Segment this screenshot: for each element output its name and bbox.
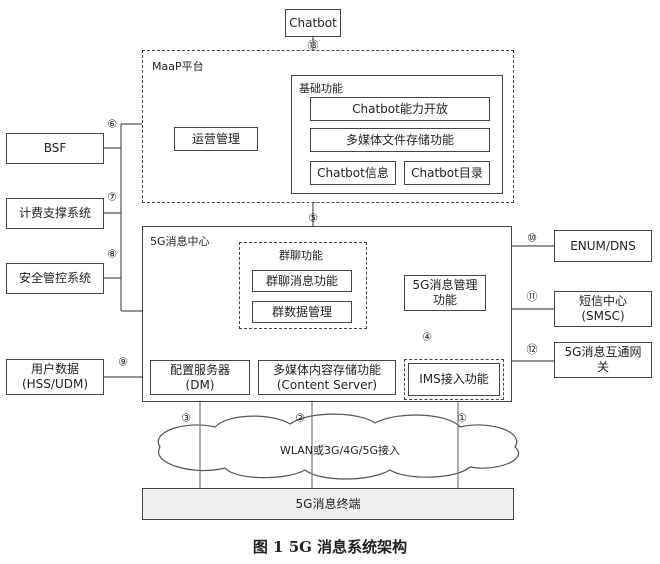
config-server-box: 配置服务器 (DM) — [150, 360, 250, 395]
smsc-box: 短信中心 (SMSC) — [554, 291, 652, 327]
chatbot-capability-box: Chatbot能力开放 — [310, 97, 490, 121]
group-data-label: 群数据管理 — [271, 304, 332, 319]
interface-1: ① — [457, 411, 467, 425]
media-file-storage-label: 多媒体文件存储功能 — [345, 132, 454, 147]
terminal-box: 5G消息终端 — [142, 488, 514, 520]
user-data-box: 用户数据 (HSS/UDM) — [6, 359, 104, 395]
chatbot-directory-label: Chatbot目录 — [411, 165, 483, 180]
content-server-sublabel: (Content Server) — [276, 377, 378, 392]
interwork-gateway-sublabel: 关 — [596, 360, 609, 374]
user-data-sublabel: (HSS/UDM) — [21, 377, 89, 391]
interface-6: ⑥ — [107, 117, 117, 131]
billing-box: 计费支撑系统 — [6, 198, 104, 229]
figure-caption: 图 1 5G 消息系统架构 — [252, 538, 408, 556]
chatbot-directory-box: Chatbot目录 — [404, 161, 490, 185]
interface-10: ⑩ — [527, 231, 537, 245]
chatbot-label: Chatbot — [289, 15, 337, 30]
config-server-label: 配置服务器 — [169, 362, 230, 377]
smsc-sublabel: (SMSC) — [581, 309, 625, 323]
basic-functions-title: 基础功能 — [299, 82, 343, 95]
chatbot-info-label: Chatbot信息 — [317, 165, 389, 180]
security-label: 安全管控系统 — [18, 271, 91, 285]
chatbot-info-box: Chatbot信息 — [310, 161, 396, 185]
maap-platform-title: MaaP平台 — [152, 60, 204, 73]
msg-mgmt-box: 5G消息管理 功能 — [404, 275, 486, 311]
bsf-label: BSF — [43, 141, 67, 155]
msg-mgmt-sublabel: 功能 — [432, 293, 457, 307]
chatbot-box: Chatbot — [285, 9, 341, 37]
interwork-gateway-label: 5G消息互通网 — [564, 345, 642, 359]
interface-13: ⑬ — [307, 39, 319, 52]
group-data-box: 群数据管理 — [252, 301, 352, 323]
interface-8: ⑧ — [107, 247, 117, 261]
media-file-storage-box: 多媒体文件存储功能 — [310, 128, 490, 152]
group-chat-title: 群聊功能 — [279, 249, 323, 262]
interface-11: ⑪ — [526, 290, 538, 303]
access-network-cloud — [157, 413, 520, 480]
group-msg-box: 群聊消息功能 — [252, 270, 352, 292]
interface-3: ③ — [181, 411, 191, 425]
interface-4: ④ — [422, 330, 432, 344]
msg-center-title: 5G消息中心 — [150, 235, 210, 248]
chatbot-capability-label: Chatbot能力开放 — [352, 101, 448, 116]
msg-mgmt-label: 5G消息管理 — [412, 278, 478, 292]
access-network-label: WLAN或3G/4G/5G接入 — [280, 444, 400, 457]
interwork-gateway-box: 5G消息互通网 关 — [554, 342, 652, 378]
config-server-sublabel: (DM) — [185, 377, 215, 392]
smsc-label: 短信中心 — [578, 294, 627, 308]
interface-9: ⑨ — [118, 355, 128, 369]
interface-12: ⑫ — [526, 343, 538, 356]
interface-5: ⑤ — [308, 211, 318, 225]
bsf-box: BSF — [6, 133, 104, 164]
ims-access-box: IMS接入功能 — [408, 363, 500, 396]
billing-label: 计费支撑系统 — [18, 206, 91, 220]
ims-access-label: IMS接入功能 — [419, 372, 489, 386]
ops-mgmt-label: 运营管理 — [191, 131, 240, 146]
enum-dns-box: ENUM/DNS — [554, 230, 652, 262]
enum-dns-label: ENUM/DNS — [570, 238, 636, 253]
interface-7: ⑦ — [107, 190, 117, 204]
content-server-box: 多媒体内容存储功能 (Content Server) — [258, 360, 396, 395]
ops-mgmt-box: 运营管理 — [174, 127, 258, 151]
content-server-label: 多媒体内容存储功能 — [272, 362, 381, 377]
interface-2: ② — [295, 411, 305, 425]
group-msg-label: 群聊消息功能 — [265, 273, 338, 288]
terminal-label: 5G消息终端 — [295, 496, 361, 511]
user-data-label: 用户数据 — [30, 362, 79, 376]
security-box: 安全管控系统 — [6, 263, 104, 294]
